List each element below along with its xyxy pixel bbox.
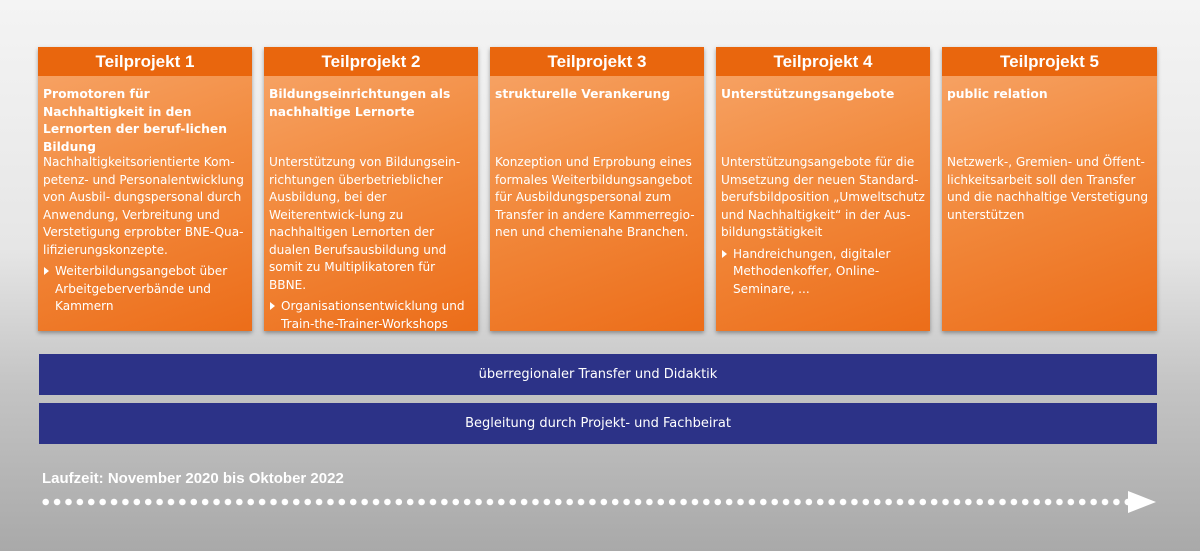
card-header: Teilprojekt 1 <box>38 47 252 76</box>
triangle-bullet-icon <box>722 249 727 258</box>
timeline-dots <box>40 497 1130 507</box>
bullet-item: Handreichungen, digitaler Methodenkoffer… <box>721 246 927 299</box>
card-header: Teilprojekt 5 <box>942 47 1157 76</box>
card-header: Teilprojekt 4 <box>716 47 930 76</box>
card-body: Konzeption und Erprobung eines formales … <box>495 154 701 242</box>
card-teilprojekt-2: Teilprojekt 2 Bildungseinrichtungen als … <box>264 47 478 331</box>
card-description: Nachhaltigkeitsorientierte Kom-petenz- u… <box>43 155 244 257</box>
bullet-item: Organisationsentwicklung und Train-the-T… <box>269 298 475 333</box>
transfer-bar: überregionaler Transfer und Didaktik <box>39 354 1157 395</box>
card-header: Teilprojekt 3 <box>490 47 704 76</box>
card-body: Unterstützung von Bildungsein-richtungen… <box>269 154 475 333</box>
timeline-arrow-icon <box>1128 491 1156 513</box>
card-title: public relation <box>947 87 1048 101</box>
card-title: Bildungseinrichtungen als nachhaltige Le… <box>269 87 451 119</box>
card-description: Netzwerk-, Gremien- und Öffent-lichkeits… <box>947 155 1149 222</box>
card-title: strukturelle Verankerung <box>495 87 671 101</box>
triangle-bullet-icon <box>270 302 275 310</box>
card-body: Nachhaltigkeitsorientierte Kom-petenz- u… <box>43 154 249 316</box>
triangle-bullet-icon <box>44 267 49 275</box>
card-description: Unterstützungsangebote für die Umsetzung… <box>721 155 925 239</box>
card-header: Teilprojekt 2 <box>264 47 478 76</box>
card-teilprojekt-5: Teilprojekt 5 public relation Netzwerk-,… <box>942 47 1157 331</box>
bullet-text: Weiterbildungsangebot über Arbeitgeberve… <box>55 264 228 313</box>
card-teilprojekt-3: Teilprojekt 3 strukturelle Verankerung K… <box>490 47 704 331</box>
card-title: Promotoren für Nachhaltigkeit in den Ler… <box>43 87 228 154</box>
card-description: Konzeption und Erprobung eines formales … <box>495 155 695 239</box>
card-teilprojekt-4: Teilprojekt 4 Unterstützungsangebote Unt… <box>716 47 930 331</box>
card-title: Unterstützungsangebote <box>721 87 895 101</box>
card-body: Netzwerk-, Gremien- und Öffent-lichkeits… <box>947 154 1154 224</box>
card-teilprojekt-1: Teilprojekt 1 Promotoren für Nachhaltigk… <box>38 47 252 331</box>
runtime-label: Laufzeit: November 2020 bis Oktober 2022 <box>42 470 344 487</box>
bullet-text: Handreichungen, digitaler Methodenkoffer… <box>733 246 891 296</box>
bullet-item: Weiterbildungsangebot über Arbeitgeberve… <box>43 263 249 316</box>
advisory-bar: Begleitung durch Projekt- und Fachbeirat <box>39 403 1157 444</box>
card-body: Unterstützungsangebote für die Umsetzung… <box>721 154 927 298</box>
card-description: Unterstützung von Bildungsein-richtungen… <box>269 155 461 292</box>
bullet-text: Organisationsentwicklung und Train-the-T… <box>281 299 465 331</box>
